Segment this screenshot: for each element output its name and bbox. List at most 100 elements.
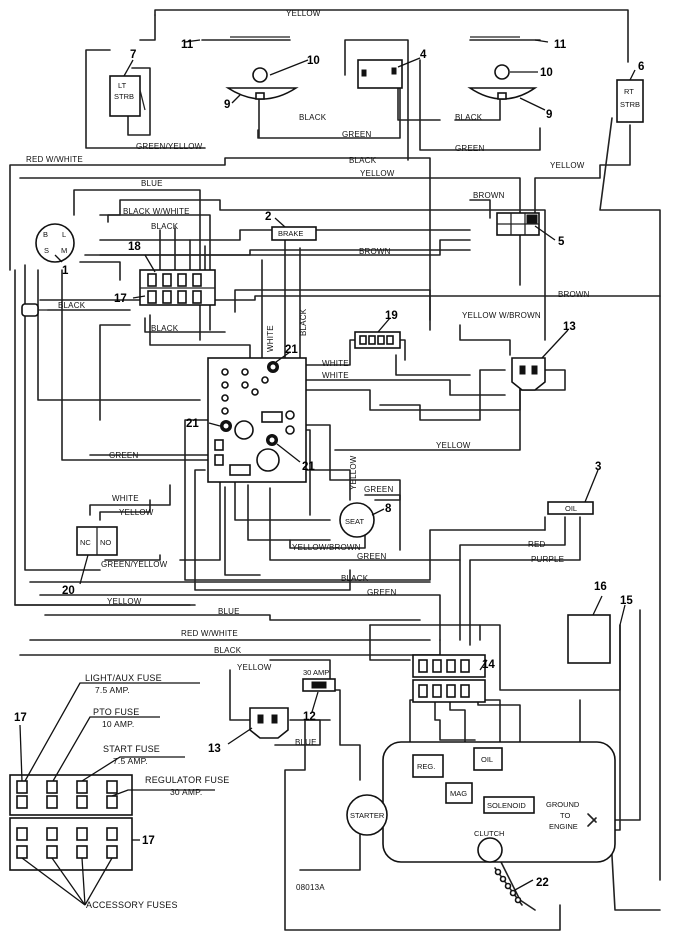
wire-label: YELLOW [349,455,358,490]
callout-number: 9 [546,109,552,121]
fuse-legend: LIGHT/AUX FUSE 7.5 AMP. PTO FUSE 10 AMP.… [85,673,325,910]
callout-number: 13 [208,743,221,755]
relay-connector [496,212,540,236]
ground-label-3: ENGINE [549,822,578,831]
wire-label: GREEN [357,552,386,561]
wire-label: BLACK W/WHITE [123,207,190,216]
svg-text:L: L [62,230,66,239]
callout-number: 19 [385,310,398,322]
rt-strb-label-1: RT [624,87,634,96]
callout-number: 12 [303,711,316,723]
callout-number: 6 [638,61,644,73]
wire-label: WHITE [266,325,275,352]
main-fuse: 30 AMP [302,668,336,692]
wire-label: WHITE [322,359,349,368]
wire-label: GREEN [342,130,371,139]
callout-number: 10 [540,67,553,79]
clutch-harness [494,868,522,904]
work-light-right [469,36,541,41]
ground-label-1: GROUND [546,800,580,809]
wire-label: GREEN [109,451,138,460]
wire-label: YELLOW/BROWN [292,543,361,552]
starter-label: STARTER [350,811,385,820]
nc-label: NC [80,538,91,547]
wire-label: BLACK [151,222,179,231]
callout-number: 21 [186,418,199,430]
fuse-legend-label: START FUSE [103,744,160,754]
wire-label: PURPLE [531,555,564,564]
wire-label: BROWN [359,247,391,256]
fuse-legend-amp: 7.5 AMP. [113,756,148,766]
wire-label: YELLOW [550,161,585,170]
work-light-left [201,36,291,41]
connector-19 [354,331,401,349]
mag-label: MAG [450,789,467,798]
wire-label: YELLOW [107,597,142,606]
control-panel [207,357,307,483]
no-label: NO [100,538,111,547]
wire-label: RED [528,540,546,549]
light-switch [357,59,403,89]
engine: REG. MAG OIL SOLENOID CLUTCH GROUND TO E… [382,741,616,863]
callout-number: 16 [594,581,607,593]
ground-label-2: TO [560,811,570,820]
wire-label: GREEN/YELLOW [101,560,168,569]
fuse-legend-amp: 30 AMP. [170,787,202,797]
fuse-legend-label: ACCESSORY FUSES [86,900,178,910]
wire-label: BLACK [151,324,179,333]
leader-lines [19,39,636,906]
wire-label: BROWN [473,191,505,200]
key-switch: B L S M [35,223,75,263]
svg-text:B: B [43,230,48,239]
wire-label: BROWN [558,290,590,299]
wire-label: BLACK [299,113,327,122]
wire-label: BLUE [218,607,240,616]
callout-number: 2 [265,211,271,223]
wire-label: GREEN [364,485,393,494]
wire-label: YELLOW W/BROWN [462,311,541,320]
pto-switch: NC NO [76,526,118,556]
callout-number: 4 [420,49,427,61]
lt-strobe-module: LT STRB [109,75,146,117]
callout-number: 11 [554,39,567,51]
wire-label: BLACK [299,308,308,336]
wire-label: BLACK [214,646,242,655]
engine-connector [412,654,486,703]
callout-number: 17 [142,835,155,847]
callout-number: 11 [181,39,194,51]
components: LT STRB RT STRB B [9,36,644,904]
wire-label: BLACK [349,156,377,165]
connector-13-lower [249,707,289,739]
callout-number: 10 [307,55,320,67]
callout-number: 9 [224,99,230,111]
fuse-legend-label: REGULATOR FUSE [145,775,229,785]
wire-label: WHITE [322,371,349,380]
wire-label: YELLOW [360,169,395,178]
reg-label: REG. [417,762,435,771]
wire-label: YELLOW [436,441,471,450]
callout-number: 17 [14,712,27,724]
callout-number: 7 [130,49,136,61]
callout-number: 20 [62,585,75,597]
figure-code: 08013A [296,883,325,892]
wire-label: YELLOW [237,663,272,672]
oil-pressure-switch: OIL [547,501,594,515]
solenoid-label: SOLENOID [487,801,526,810]
wire-label: WHITE [112,494,139,503]
headlight-left [225,67,299,100]
callout-number: 21 [285,344,298,356]
rt-strb-label-2: STRB [620,100,640,109]
regulator [567,614,611,664]
fuse-legend-label: PTO FUSE [93,707,139,717]
relay-block [139,269,216,306]
callout-number: 21 [302,461,315,473]
fuse-block [9,774,133,871]
wire-label: BLUE [141,179,163,188]
wire-label: BLUE [295,738,317,747]
brake-label: BRAKE [278,229,303,238]
svg-text:S: S [44,246,49,255]
accessory-plug [21,303,48,317]
wire-label: BLACK [58,301,86,310]
oil-engine-label: OIL [481,755,493,764]
